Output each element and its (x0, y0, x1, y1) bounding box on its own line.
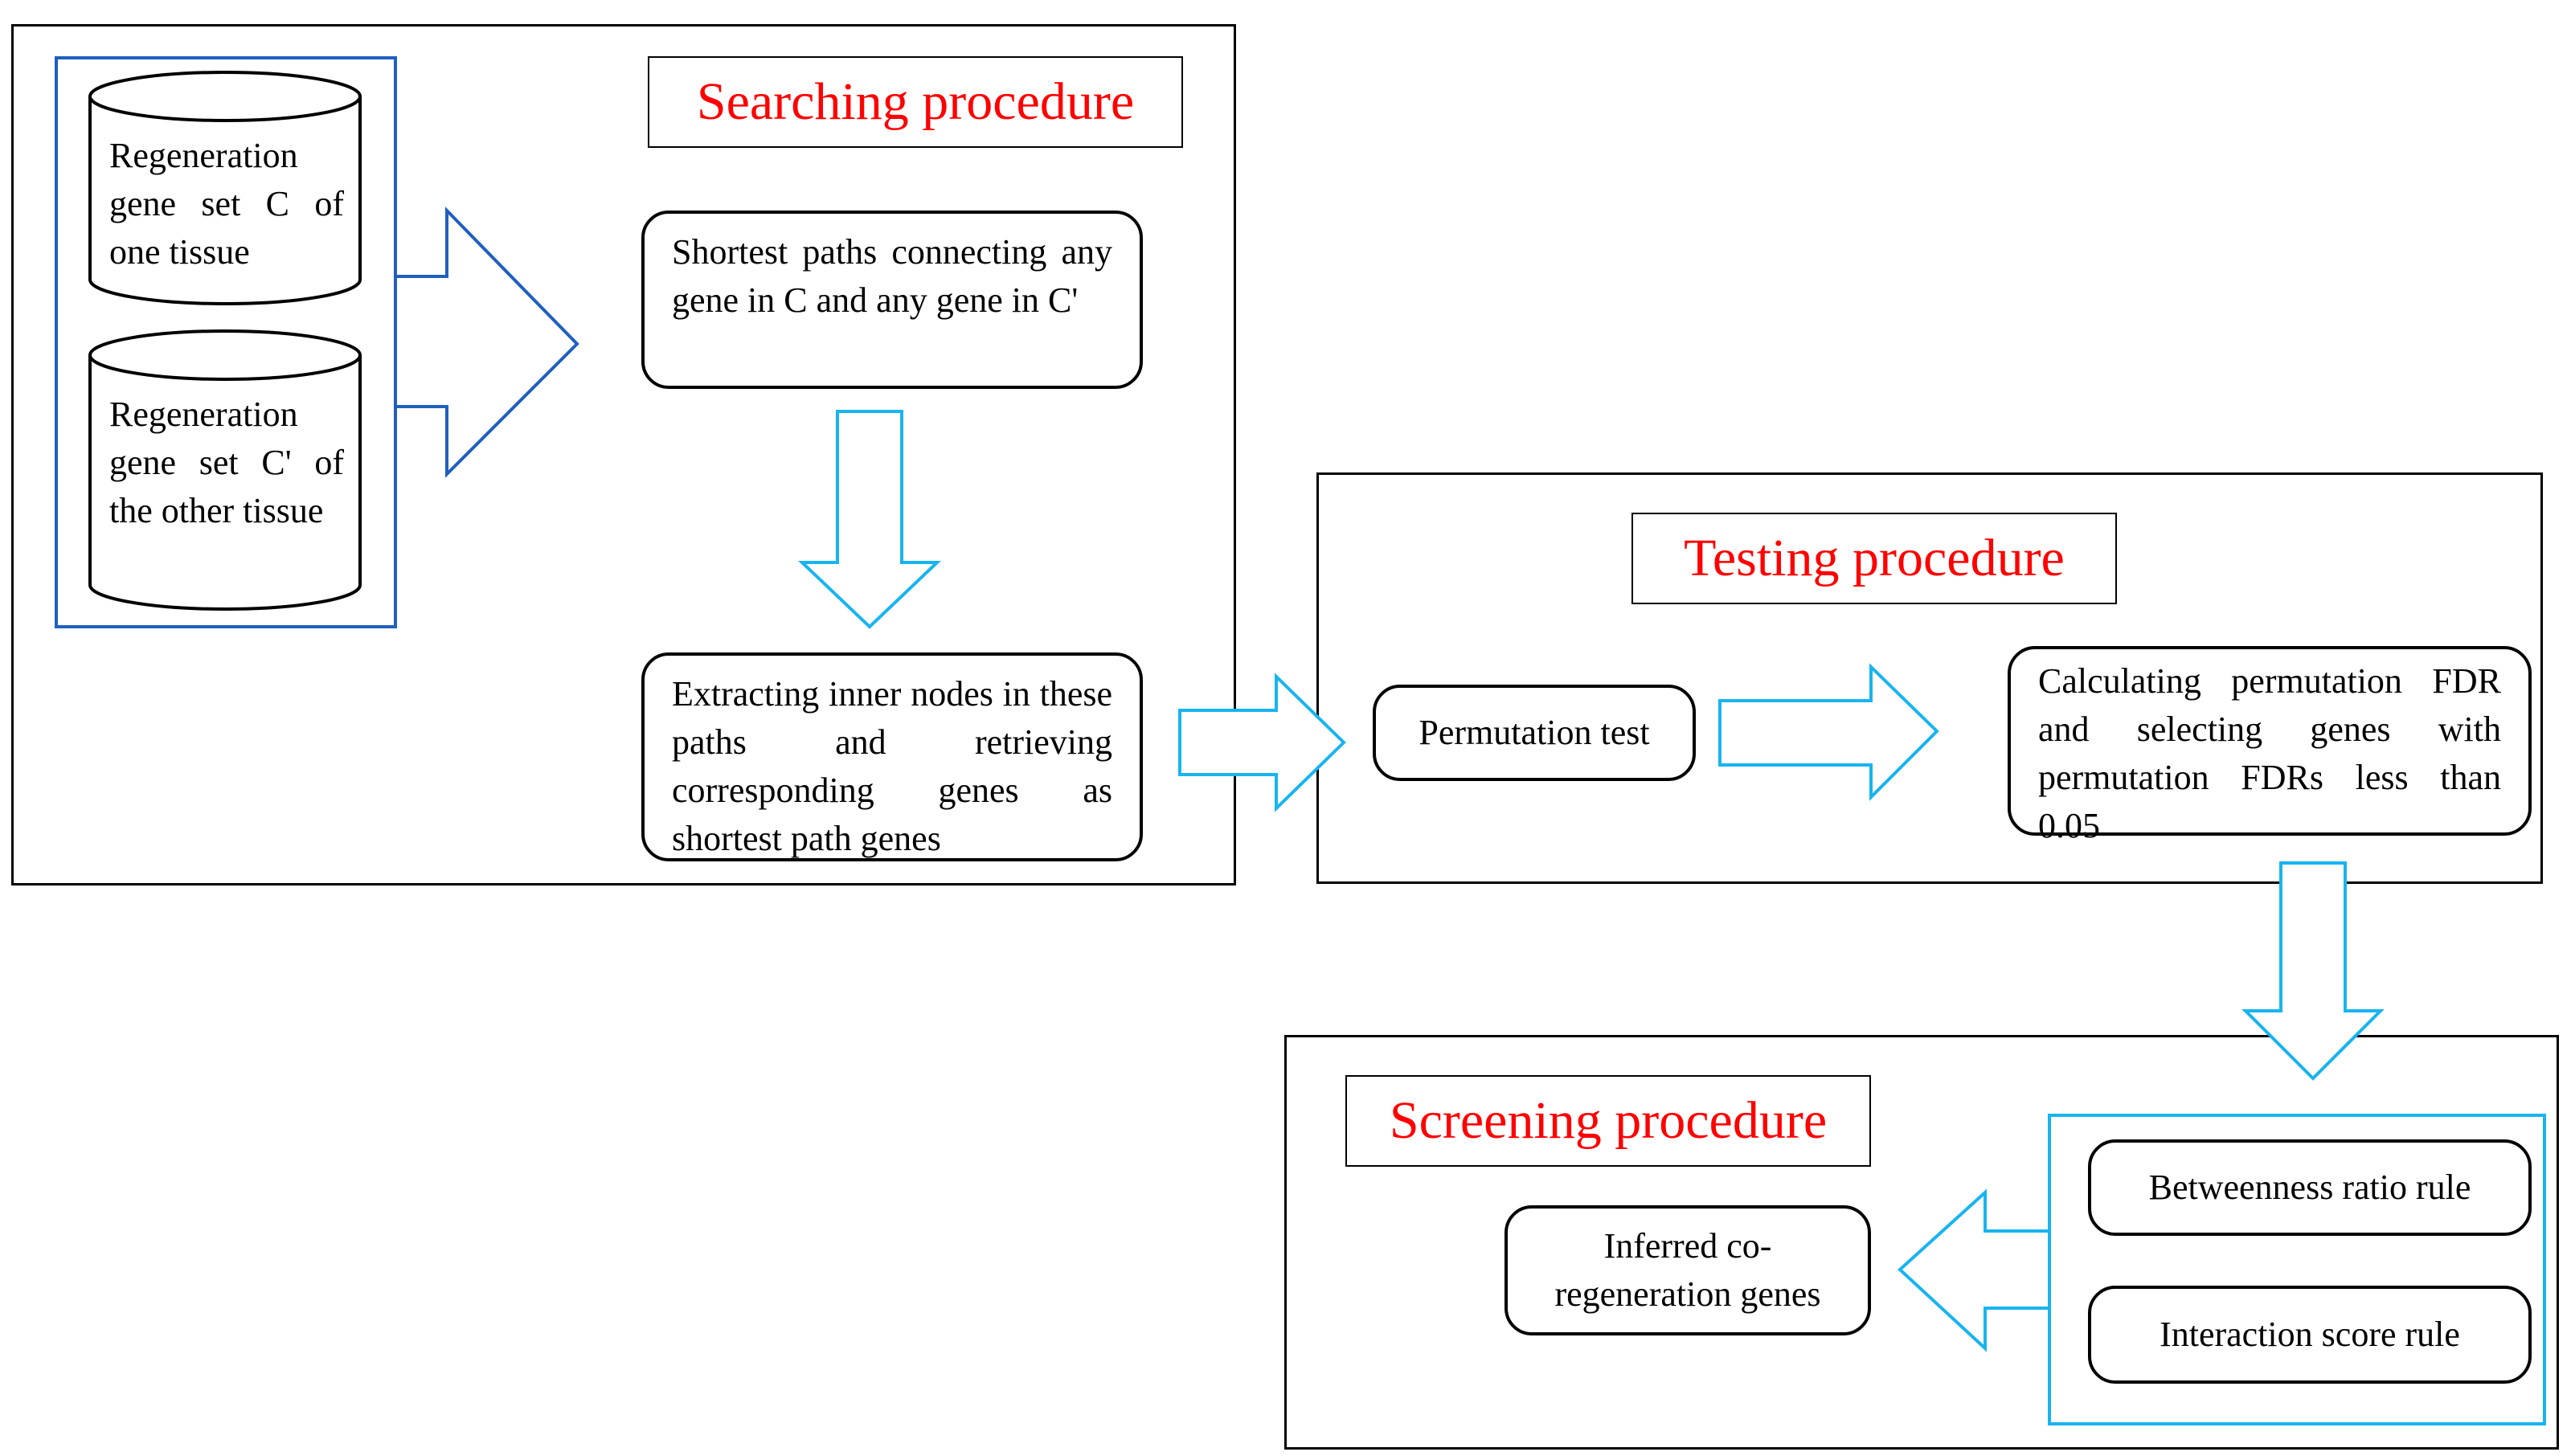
down-arrow-to-screening (2241, 861, 2385, 1081)
testing-procedure-title: Testing procedure (1631, 513, 2117, 604)
database-cylinder-c-prime (88, 329, 362, 611)
rules-group (2048, 1114, 2546, 1425)
shortest-paths-box: Shortest paths connecting any gene in C … (641, 211, 1143, 389)
right-arrow-to-testing (1178, 673, 1346, 812)
inferred-genes-box: Inferred co-regeneration genes (1505, 1205, 1871, 1335)
right-arrow-testing (1718, 663, 1939, 801)
database-cylinder-c (88, 71, 362, 305)
betweenness-rule-box: Betweenness ratio rule (2088, 1139, 2532, 1236)
searching-procedure-title: Searching procedure (648, 56, 1183, 148)
merge-arrow (397, 207, 579, 478)
interaction-rule-box: Interaction score rule (2088, 1286, 2532, 1384)
permutation-test-box: Permutation test (1373, 685, 1696, 781)
regeneration-set-c-label: Regeneration gene set C of one tissue (109, 136, 344, 272)
screening-procedure-title: Screening procedure (1345, 1075, 1871, 1167)
extracting-box: Extracting inner nodes in these paths an… (641, 652, 1143, 861)
regeneration-set-c-prime-label: Regeneration gene set C' of the other ti… (109, 395, 344, 530)
calculating-box: Calculating permutation FDR and selectin… (2008, 646, 2532, 845)
regeneration-sets-group (55, 56, 397, 628)
down-arrow-search (798, 410, 941, 629)
left-arrow-screening (1898, 1188, 2048, 1352)
